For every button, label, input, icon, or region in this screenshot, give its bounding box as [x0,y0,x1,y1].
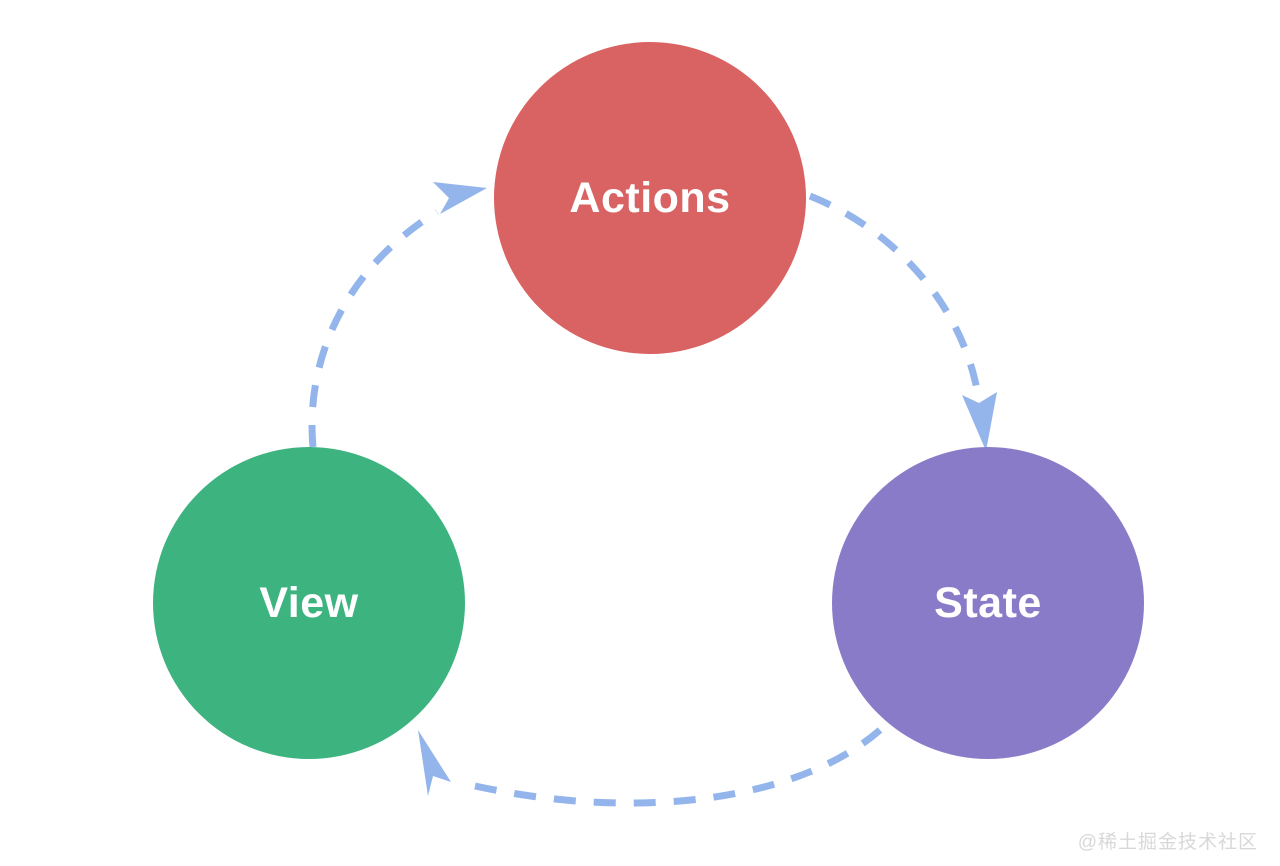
arrow-actions-to-state-head [962,392,997,451]
node-state-label: State [934,578,1042,627]
arrow-actions-to-state [808,192,997,451]
arrow-state-to-view [418,727,883,807]
node-view[interactable]: View [153,447,465,759]
arrow-view-to-actions-head [433,182,487,214]
node-view-label: View [259,578,359,627]
arrow-view-to-actions-path [308,209,439,448]
node-actions[interactable]: Actions [494,42,806,354]
node-state[interactable]: State [832,447,1144,759]
arrow-actions-to-state-path [808,192,981,391]
node-actions-label: Actions [569,173,731,222]
arrow-state-to-view-head [418,730,451,796]
watermark-text: @稀土掘金技术社区 [1077,832,1258,853]
arrow-view-to-actions [308,182,487,448]
arrow-state-to-view-path [474,727,883,807]
